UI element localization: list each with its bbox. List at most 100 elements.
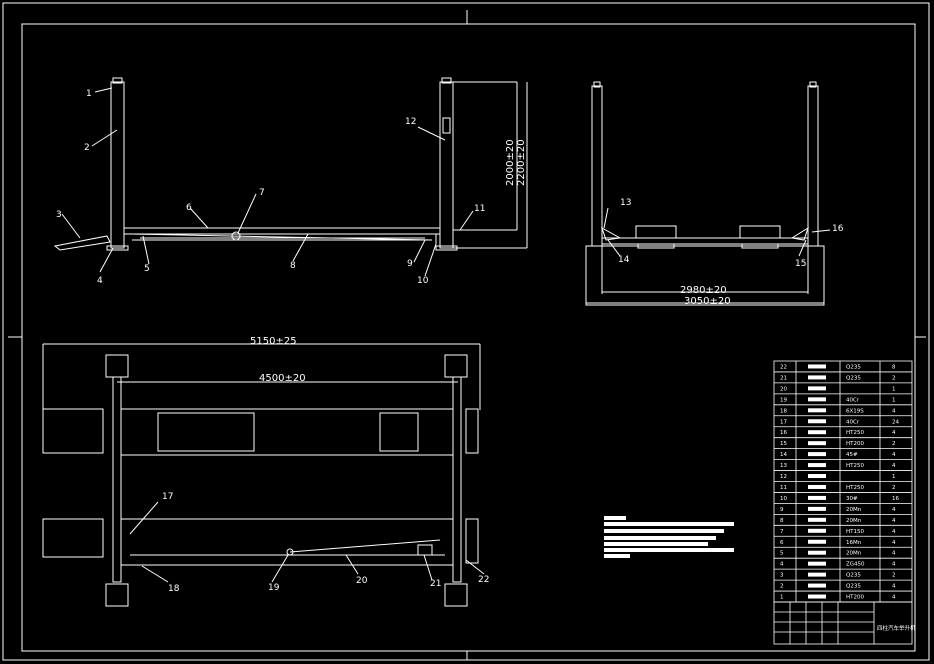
- parts-table-no: 17: [780, 419, 787, 425]
- callout-21: 21: [430, 579, 441, 589]
- parts-table-name-bar: [808, 517, 826, 522]
- parts-table-no: 21: [780, 375, 787, 381]
- parts-table-mat: HT250: [846, 485, 864, 491]
- parts-table-name-bar: [808, 474, 826, 479]
- parts-table-qty: 2: [892, 485, 896, 491]
- parts-table-no: 20: [780, 386, 787, 392]
- parts-table-no: 13: [780, 463, 787, 469]
- callout-12: 12: [405, 117, 416, 127]
- parts-table-name-bar: [808, 386, 826, 391]
- parts-table-mat: 30#: [846, 496, 858, 502]
- parts-table-name-bar: [808, 550, 826, 555]
- parts-table-name-bar: [808, 561, 826, 566]
- callout-19: 19: [268, 583, 280, 593]
- side-view-labels: 1 2 3 4 5 6 7 8 9 10 11 12 2000±20 2200±…: [56, 89, 527, 286]
- callout-18: 18: [168, 584, 180, 594]
- parts-table-qty: 4: [892, 562, 896, 568]
- parts-table-no: 18: [780, 408, 787, 414]
- parts-table-qty: 2: [892, 375, 896, 381]
- plan-view-labels: 5150±25 4500±20 17 18 19 20 21 22: [162, 336, 489, 594]
- parts-table-mat: 20Mn: [846, 507, 862, 513]
- parts-table-qty: 4: [892, 518, 896, 524]
- parts-table-mat: 20Mn: [846, 551, 862, 557]
- parts-table-name-bar: [808, 452, 826, 457]
- parts-table-no: 2: [780, 584, 784, 590]
- end-view-labels: 13 14 15 16 2980±20 3050±20: [618, 198, 844, 307]
- parts-table-mat: Q235: [846, 364, 861, 370]
- parts-table-qty: 1: [892, 386, 896, 392]
- parts-table-qty: 2: [892, 441, 896, 447]
- parts-table-no: 3: [780, 573, 784, 579]
- parts-table-name-bar: [808, 539, 826, 544]
- parts-table-no: 7: [780, 529, 784, 535]
- callout-11: 11: [474, 204, 485, 214]
- parts-table-name-bar: [808, 572, 826, 577]
- parts-table-no: 19: [780, 397, 787, 403]
- parts-table-qty: 24: [892, 419, 899, 425]
- length-dim-inner: 4500±20: [259, 373, 306, 384]
- parts-table-qty: 4: [892, 529, 896, 535]
- parts-table-mat: HT200: [846, 595, 864, 601]
- parts-table-mat: 45#: [846, 452, 858, 458]
- parts-table-mat: HT250: [846, 430, 864, 436]
- parts-table-name-bar: [808, 583, 826, 588]
- parts-table-name-bar: [808, 463, 826, 468]
- parts-table-name-bar: [808, 441, 826, 446]
- callout-9: 9: [407, 259, 413, 269]
- parts-table-mat: 40Cr: [846, 397, 860, 403]
- parts-table-qty: 4: [892, 463, 896, 469]
- callout-22: 22: [478, 575, 489, 585]
- parts-table-no: 22: [780, 364, 787, 370]
- parts-table-no: 5: [780, 551, 784, 557]
- technical-notes: [604, 516, 734, 558]
- parts-table-no: 15: [780, 441, 787, 447]
- parts-table-name-bar: [808, 419, 826, 424]
- parts-table-qty: 8: [892, 364, 896, 370]
- parts-table-name-bar: [808, 484, 826, 489]
- parts-table-qty: 4: [892, 408, 896, 414]
- parts-table-name-bar: [808, 506, 826, 511]
- parts-table-qty: 4: [892, 595, 896, 601]
- parts-table-qty: 16: [892, 496, 899, 502]
- parts-table-qty: 4: [892, 430, 896, 436]
- parts-table-qty: 2: [892, 573, 896, 579]
- height-dim-b: 2200±20: [516, 139, 527, 186]
- parts-table-name-bar: [808, 364, 826, 369]
- callout-8: 8: [290, 261, 296, 271]
- parts-table-name-bar: [808, 430, 826, 435]
- parts-table-name-bar: [808, 594, 826, 599]
- parts-table-mat: HT250: [846, 463, 864, 469]
- plan-view: [42, 343, 485, 607]
- width-dim-outer: 3050±20: [684, 296, 731, 307]
- parts-table-no: 4: [780, 562, 784, 568]
- parts-table-no: 12: [780, 474, 787, 480]
- callout-17: 17: [162, 492, 173, 502]
- end-view: [585, 81, 831, 306]
- parts-table-no: 10: [780, 496, 787, 502]
- parts-table-qty: 1: [892, 397, 896, 403]
- parts-table-no: 6: [780, 540, 784, 546]
- callout-15: 15: [795, 259, 806, 269]
- parts-table-mat: Q235: [846, 573, 861, 579]
- parts-table-mat: Q235: [846, 375, 861, 381]
- callout-2: 2: [84, 143, 90, 153]
- callout-16: 16: [832, 224, 844, 234]
- side-view: [53, 77, 528, 277]
- callout-5: 5: [144, 264, 150, 274]
- parts-table-qty: 4: [892, 551, 896, 557]
- callout-1: 1: [86, 89, 92, 99]
- length-dim-outer: 5150±25: [250, 336, 297, 347]
- callout-3: 3: [56, 210, 62, 220]
- parts-table-mat: 20Mn: [846, 518, 862, 524]
- parts-table-mat: 6X19S: [846, 408, 864, 414]
- callout-14: 14: [618, 255, 630, 265]
- parts-table-no: 8: [780, 518, 784, 524]
- callout-4: 4: [97, 276, 103, 286]
- title-block: [773, 601, 913, 645]
- parts-table-mat: 16Mn: [846, 540, 862, 546]
- parts-table-no: 14: [780, 452, 787, 458]
- height-dim-a: 2000±20: [505, 139, 516, 186]
- parts-table-mat: 40Cr: [846, 419, 860, 425]
